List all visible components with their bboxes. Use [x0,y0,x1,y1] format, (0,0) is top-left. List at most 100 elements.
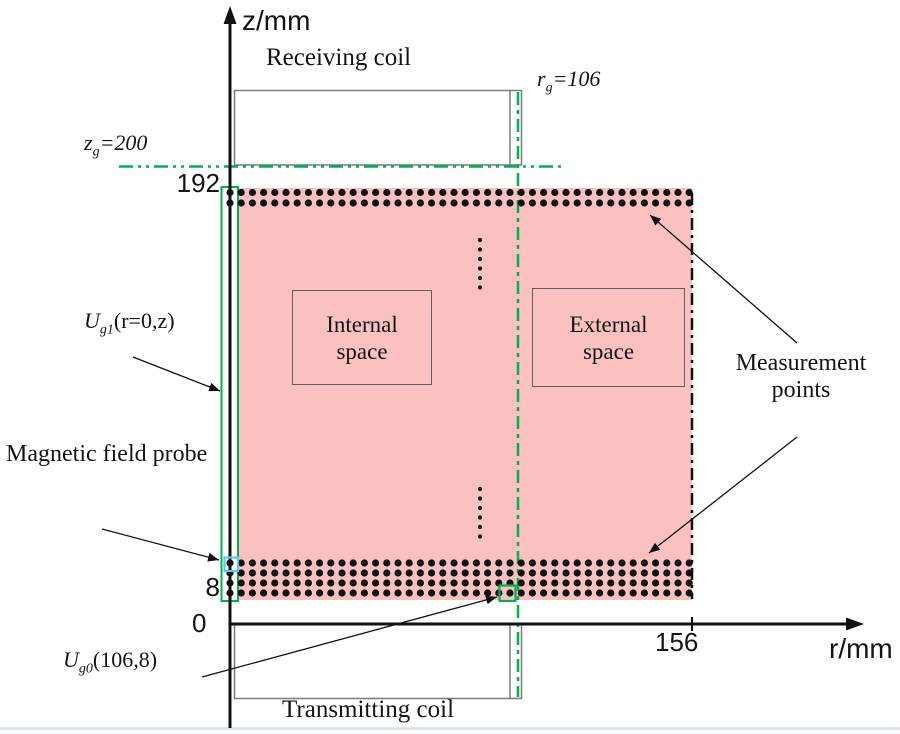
measurement-dot [383,559,391,567]
measurement-dot [394,569,402,577]
measurement-dot [584,569,593,577]
measurement-dot [338,579,346,587]
measurement-dot [584,589,593,597]
measurement-dot [450,199,458,207]
measurement-dot [271,559,279,567]
measurement-dot [316,188,324,197]
measurement-dot [304,199,312,207]
measurement-dot [652,589,660,597]
measurement-dot [685,579,693,587]
measurement-dot [540,589,548,597]
measurement-dot [484,199,492,207]
measurement-dot [439,589,447,597]
measurement-dot [674,589,682,597]
measurement-dot [517,589,525,597]
measurement-dot [596,579,604,587]
measurement-dot [327,589,335,597]
measurement-dot [607,559,615,567]
measurement-dot [663,589,671,597]
z-tick-192-label: 192 [176,168,220,198]
measurement-dot [416,559,424,567]
measurement-dot [450,188,458,197]
measurement-dot [607,199,615,207]
measurement-dot [416,589,424,597]
measurement-dot [316,199,324,207]
measurement-dot [461,569,469,577]
measurement-dot [394,589,402,597]
measurement-dot [674,579,682,587]
ug1-label: Ug1(r=0,z) [84,308,175,338]
measurement-dot [551,199,559,207]
measurement-points-label: Measurement points [706,350,896,404]
measurement-dot [372,188,380,197]
measurement-dot [282,559,290,567]
measurement-dot [394,579,402,587]
measurement-dot [293,188,301,197]
measurement-dot [327,188,335,197]
measurement-dot [461,188,469,197]
measurement-dot [428,589,436,597]
rg-label: rg=106 [537,66,600,96]
measurement-dot [260,559,268,567]
measurement-dot [629,589,637,597]
ug1-rest: (r=0,z) [113,308,175,333]
measurement-dot [472,188,480,197]
rg-base: r [537,66,546,91]
measurement-dot [439,559,447,567]
page-bottom-edge [0,727,900,730]
measurement-dot [618,559,626,567]
measurement-dot [248,569,256,577]
ellipsis-dot [477,266,483,271]
measurement-dot [282,199,290,207]
measurement-dot [528,589,537,597]
measurement-dot [338,589,346,597]
measurement-dot [629,559,637,567]
measurement-dot [528,559,537,567]
measurement-dot [271,569,279,577]
measurement-dot [360,569,368,577]
ellipsis-dot [477,505,483,511]
measurement-dot [349,569,357,577]
measurement-dot [652,579,660,587]
measurement-dot [663,559,671,567]
measurement-dot [562,579,570,587]
measurement-dot [573,589,581,597]
measurement-dot [428,559,436,567]
measurement-dot [596,188,604,197]
measurement-dot [685,188,693,197]
measurement-dot [248,589,256,597]
measurement-dot [439,579,447,587]
ug0-arrow [201,595,498,678]
measurement-dot [271,589,279,597]
ellipsis-dot [477,275,483,281]
measurement-dot [618,579,626,587]
zg-label: zg=200 [84,130,147,160]
measurement-dot [517,559,525,567]
measurement-dot [327,559,335,567]
measurement-dot [450,569,458,577]
measurement-dot [472,569,480,577]
measurement-dot [428,188,436,197]
measurement-dot [472,559,480,567]
measurement-dot [372,579,380,587]
measurement-dot [484,589,492,597]
ellipsis-dot [477,256,483,262]
measurement-dot [416,579,424,587]
measurement-dot [584,188,593,197]
measurement-dot [248,188,256,197]
measurement-dot [540,199,548,207]
measurement-dot [640,569,649,577]
measurement-dot [573,569,581,577]
measurement-dot [674,559,682,567]
measurement-dot [316,569,324,577]
measurement-dot [663,579,671,587]
measurement-dot [573,559,581,567]
measurement-dot [372,199,380,207]
measurement-dot [629,199,637,207]
measurement-dot [584,579,593,587]
measurement-dot [416,199,424,207]
measurement-dot [237,559,245,567]
measurement-dot [461,579,469,587]
measurement-dot [517,579,525,587]
measurement-dot [405,188,413,197]
